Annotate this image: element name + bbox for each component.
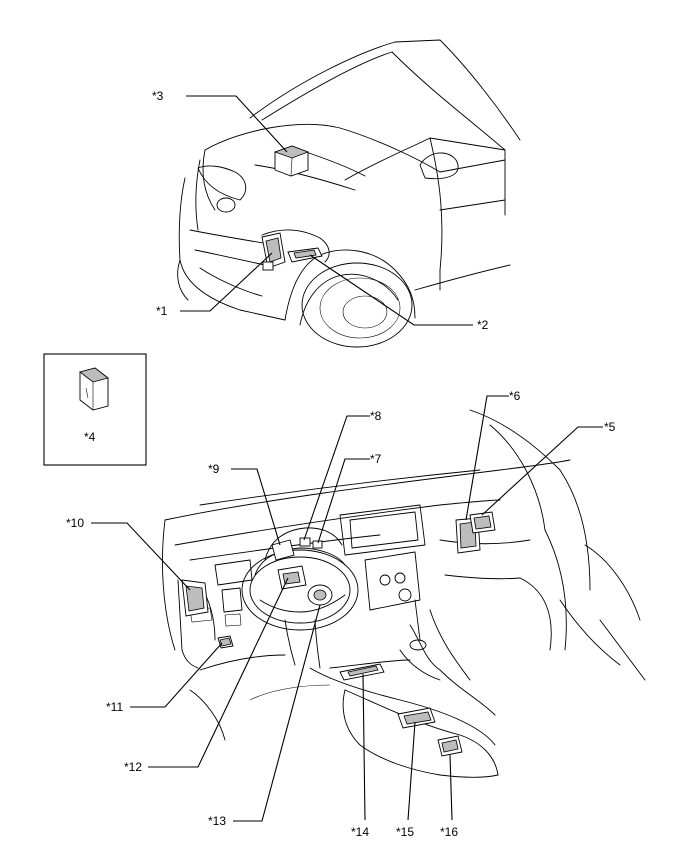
label-8: *8 <box>370 409 382 423</box>
label-9: *9 <box>208 462 220 476</box>
label-14: *14 <box>351 825 369 839</box>
vehicle-interior-drawing <box>162 409 646 778</box>
label-15: *15 <box>396 825 414 839</box>
label-13: *13 <box>208 814 226 828</box>
label-7: *7 <box>370 452 382 466</box>
label-11: *11 <box>106 700 123 714</box>
part-5-module <box>469 511 496 534</box>
part-3-module <box>273 145 310 177</box>
vehicle-exterior-drawing <box>177 39 521 348</box>
label-16: *16 <box>440 825 458 839</box>
part-1-sensor-bracket <box>261 232 286 271</box>
part-9-cluster <box>271 539 295 561</box>
part-2-sensor <box>287 247 323 263</box>
part-11-connector <box>217 635 234 649</box>
part-12-bracket <box>277 565 307 590</box>
leader-lines-interior <box>91 395 603 822</box>
label-4: *4 <box>84 430 96 444</box>
label-10: *10 <box>66 516 84 530</box>
label-2: *2 <box>477 318 489 332</box>
part-7-sensor <box>312 540 323 549</box>
part-16-sensor <box>437 735 463 757</box>
label-3: *3 <box>152 89 164 103</box>
leader-lines-exterior <box>180 95 473 326</box>
part-14-sensor <box>339 663 385 681</box>
label-5: *5 <box>604 420 616 434</box>
label-12: *12 <box>124 760 142 774</box>
part-15-airbag-sensor <box>397 707 436 729</box>
inset-box-part-4 <box>43 353 147 466</box>
part-8-sensor <box>299 537 311 547</box>
label-6: *6 <box>509 389 521 403</box>
part-13-spiral-cable <box>307 584 333 606</box>
label-1: *1 <box>156 304 168 318</box>
